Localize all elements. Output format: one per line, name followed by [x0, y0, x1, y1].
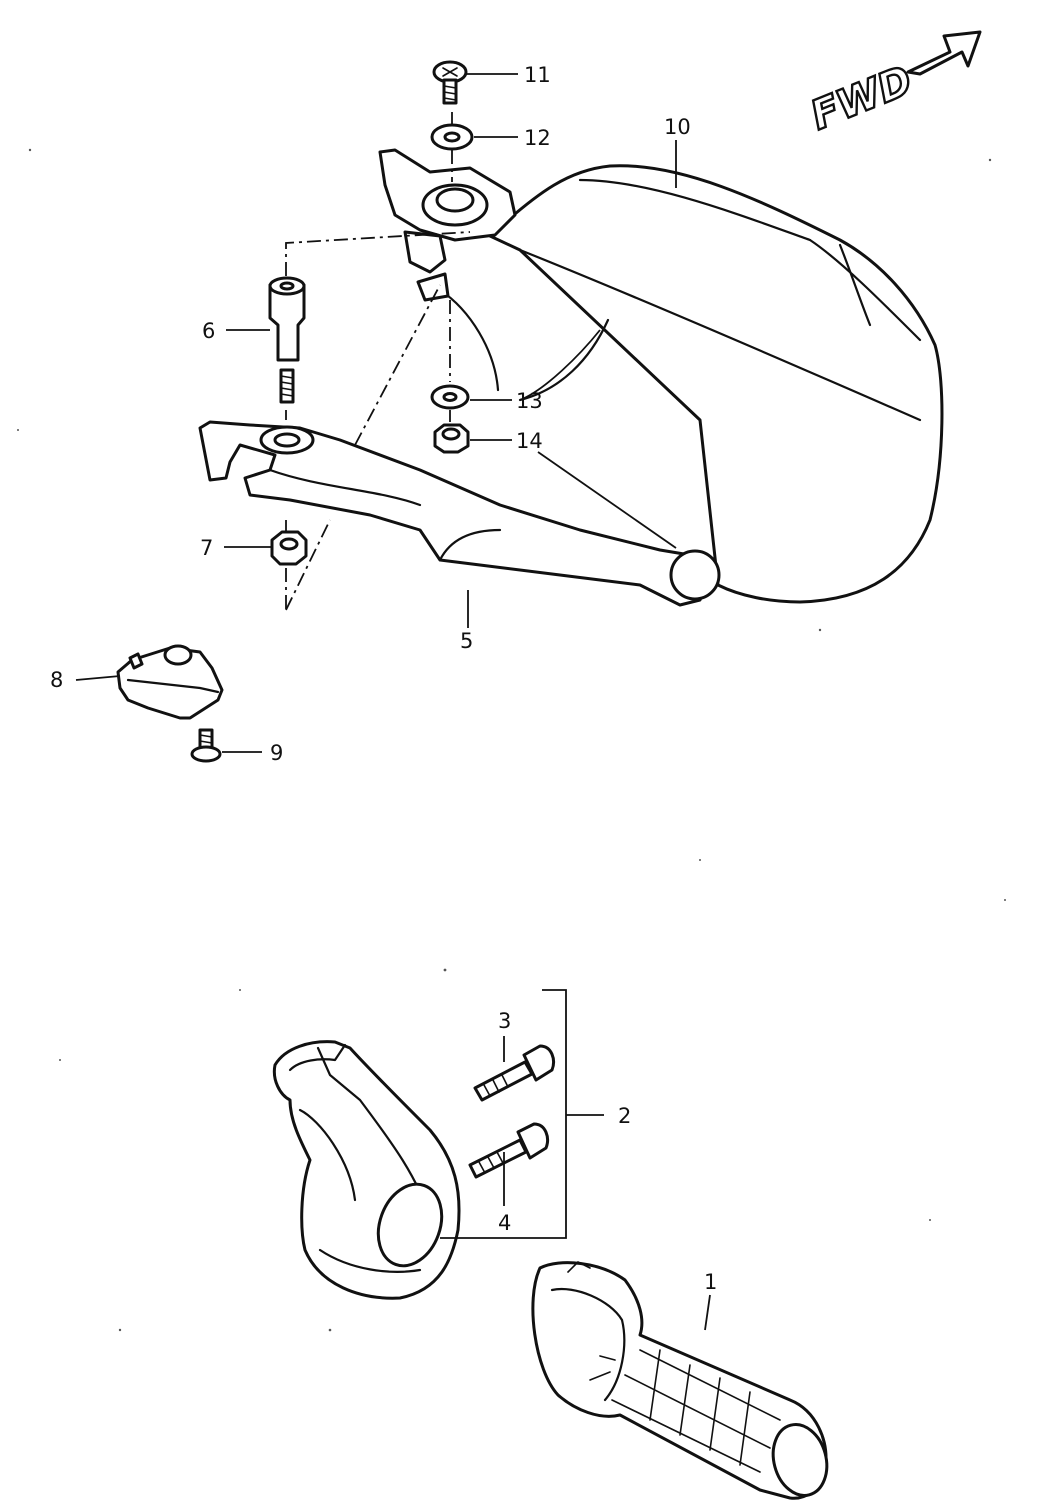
callout-4: 4: [498, 1211, 511, 1235]
callout-12: 12: [524, 126, 551, 150]
callout-3: 3: [498, 1009, 511, 1033]
callout-11: 11: [524, 63, 551, 87]
callout-8: 8: [50, 668, 63, 692]
scan-noise: [17, 148, 1006, 1332]
callout-13: 13: [516, 389, 543, 413]
part-7-nut: [270, 530, 308, 566]
callout-14: 14: [516, 429, 543, 453]
mounting-bracket: [378, 148, 517, 302]
part-12-washer: [430, 123, 474, 151]
callout-9: 9: [270, 741, 283, 765]
callout-2: 2: [618, 1104, 631, 1128]
part-2-throttle-housing: [272, 1040, 461, 1300]
fwd-label: FWD: [805, 57, 919, 139]
part-4-bolt: [468, 1122, 549, 1179]
callout-7: 7: [200, 536, 213, 560]
part-14-nut: [433, 423, 470, 454]
callout-labels: 11 12 10 6 13 14 7 5 8 9 3 2 4 1: [50, 63, 717, 1294]
callout-6: 6: [202, 319, 215, 343]
part-6-adjuster-bolt: [268, 276, 306, 404]
part-1-grip: [531, 1261, 829, 1500]
callout-10: 10: [664, 115, 691, 139]
part-9-screw: [190, 728, 222, 763]
part-8-switch: [116, 644, 224, 720]
part-3-bolt: [473, 1044, 555, 1102]
leader-lines: [75, 73, 711, 1331]
part-5-lever: [198, 420, 721, 607]
callout-5: 5: [460, 629, 473, 653]
part-13-washer: [430, 384, 470, 410]
hand-guard: [438, 164, 944, 604]
fwd-direction-indicator: FWD: [803, 30, 982, 140]
forward-arrow-icon: [906, 30, 982, 76]
callout-1: 1: [704, 1270, 717, 1294]
part-11-screw: [432, 60, 468, 105]
